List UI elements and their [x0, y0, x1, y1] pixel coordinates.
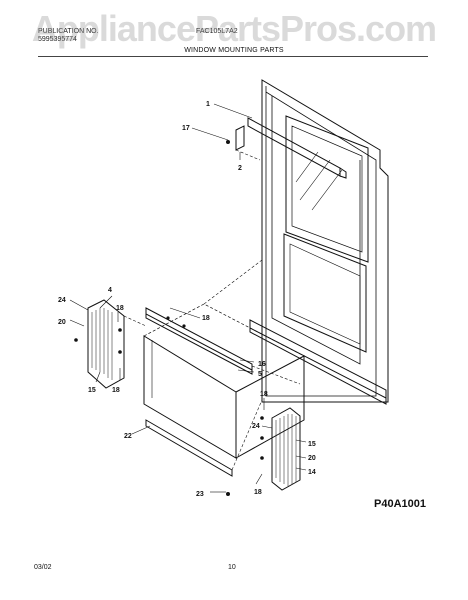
footer-date: 03/02	[34, 564, 52, 571]
top-angle	[145, 307, 253, 371]
screw	[260, 416, 264, 420]
left-curtain-panel	[87, 299, 125, 389]
callout-15: 15	[88, 387, 96, 394]
screw	[226, 492, 230, 496]
callout-22: 22	[124, 433, 132, 440]
callout-18: 18	[112, 387, 120, 394]
right-curtain-panel	[271, 407, 301, 491]
sill-support	[145, 419, 233, 477]
upper-sash	[285, 115, 369, 263]
callout-18: 18	[116, 305, 124, 312]
callout-4: 4	[108, 287, 112, 294]
screw	[182, 324, 186, 328]
callout-16: 16	[258, 361, 266, 368]
callout-17: 17	[182, 125, 190, 132]
callout-1: 1	[206, 101, 210, 108]
lower-sash	[283, 233, 367, 353]
diagram-reference: P40A1001	[374, 498, 426, 510]
callout-24: 24	[58, 297, 66, 304]
window-frame	[261, 79, 389, 403]
page-number: 10	[228, 564, 236, 571]
header-divider	[38, 56, 428, 57]
callout-20: 20	[308, 455, 316, 462]
callout-2: 2	[238, 165, 242, 172]
callout-24: 24	[252, 423, 260, 430]
callout-20: 20	[58, 319, 66, 326]
screw	[166, 316, 170, 320]
section-title: WINDOW MOUNTING PARTS	[184, 47, 284, 54]
bracket	[235, 125, 245, 151]
screw	[260, 456, 264, 460]
callout-15: 15	[308, 441, 316, 448]
callout-18: 18	[260, 391, 268, 398]
screw	[226, 140, 230, 144]
screw	[118, 350, 122, 354]
callout-14: 14	[308, 469, 316, 476]
publication-number: 5995395774	[38, 36, 77, 43]
screw	[74, 338, 78, 342]
callout-5: 5	[258, 371, 262, 378]
publication-label: PUBLICATION NO.	[38, 28, 99, 35]
model-number: FAC105L7A2	[196, 28, 238, 35]
screw	[118, 328, 122, 332]
publication-block: PUBLICATION NO. 5995395774	[38, 28, 99, 44]
callout-23: 23	[196, 491, 204, 498]
watermark-logo: AppliancePartsPros.com	[31, 8, 437, 49]
callout-18: 18	[254, 489, 262, 496]
callout-18: 18	[202, 315, 210, 322]
screw	[260, 436, 264, 440]
